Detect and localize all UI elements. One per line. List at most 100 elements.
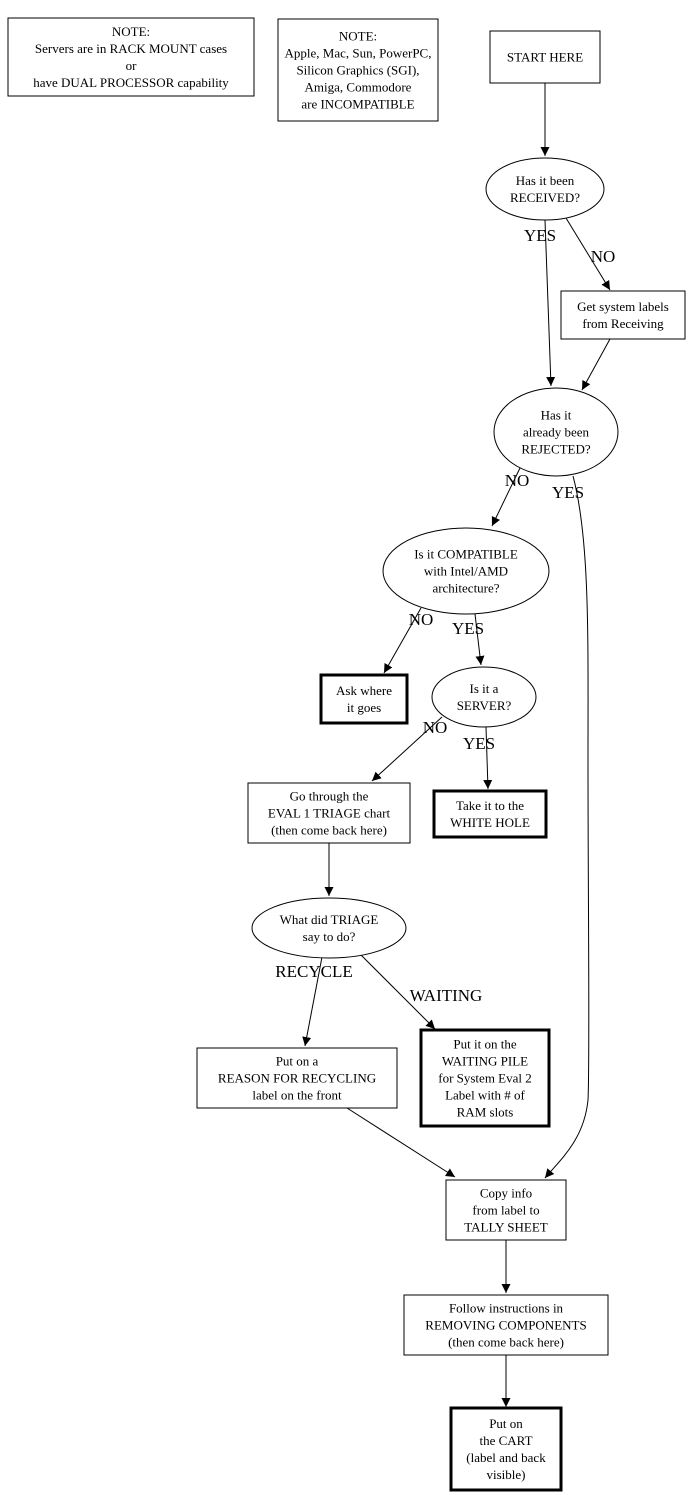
node-label-line: Apple, Mac, Sun, PowerPC, (285, 46, 432, 61)
node-label-line: RAM slots (457, 1105, 514, 1120)
node-label-line: it goes (347, 700, 381, 715)
edge-arrow (581, 338, 611, 391)
edge-rejected-to-tally: YES (544, 475, 590, 1179)
node-label-line: RECEIVED? (510, 190, 580, 205)
node-label-line: Silicon Graphics (SGI), (296, 63, 419, 78)
node-triage: What did TRIAGE say to do? (251, 897, 407, 959)
node-label-line: Is it a (470, 681, 499, 696)
edge-arrow (302, 956, 323, 1047)
node-label-line: or (126, 58, 138, 73)
edge-get-labels-to-rejected (581, 338, 611, 391)
node-label-line: are INCOMPATIBLE (301, 97, 414, 112)
node-label-line: (then come back here) (448, 1335, 564, 1350)
node-label-line: WHITE HOLE (450, 815, 530, 830)
node-label-line: REASON FOR RECYCLING (218, 1071, 376, 1086)
node-label-line: label on the front (252, 1088, 342, 1103)
process-box (196, 1047, 398, 1109)
edge-label: YES (552, 483, 584, 502)
node-label-line: the CART (479, 1433, 532, 1448)
node-label-line: (then come back here) (271, 823, 387, 838)
edge-arrow (474, 613, 485, 666)
edge-label: NO (505, 471, 530, 490)
node-label-line: NOTE: (339, 29, 377, 44)
node-label-line: Label with # of (445, 1088, 525, 1103)
decision-ellipse (431, 666, 537, 728)
node-label-line: architecture? (432, 581, 499, 596)
decision-ellipse (251, 897, 407, 959)
edge-arrow (565, 217, 611, 291)
edge-arrow (383, 607, 422, 674)
node-label-line: NOTE: (112, 24, 150, 39)
node-get-labels: Get system labels from Receiving (560, 290, 686, 340)
process-box (445, 1179, 567, 1241)
edge-triage-to-waiting-pile: WAITING (360, 954, 483, 1030)
node-label-line: Has it been (516, 173, 575, 188)
node-label-line: Follow instructions in (449, 1301, 564, 1316)
node-label-line: with Intel/AMD (424, 564, 508, 579)
node-label-line: Take it to the (456, 798, 524, 813)
edge-arrow (346, 1107, 456, 1178)
node-label-line: Go through the (290, 789, 369, 804)
edge-arrow (360, 954, 436, 1030)
node-server: Is it a SERVER? (431, 666, 537, 728)
node-ask: Ask where it goes (319, 673, 409, 725)
process-box (247, 782, 411, 844)
node-label-line: SERVER? (457, 698, 512, 713)
node-label-line: REJECTED? (521, 442, 591, 457)
node-label-line: Amiga, Commodore (305, 80, 412, 95)
node-label-line: from Receiving (582, 316, 664, 331)
node-note-servers: NOTE: Servers are in RACK MOUNT cases or ha… (7, 17, 255, 97)
edge-compatible-to-ask: NO (383, 607, 434, 674)
edge-label: YES (463, 734, 495, 753)
edge-label: NO (409, 610, 434, 629)
edge-arrow (544, 475, 590, 1179)
node-label-line: already been (523, 425, 590, 440)
node-label-line: have DUAL PROCESSOR capability (33, 75, 229, 90)
edge-compatible-to-server: YES (452, 613, 485, 666)
edge-server-to-eval1: NO (371, 716, 448, 782)
node-label-line: Put on (489, 1416, 523, 1431)
process-box (277, 18, 439, 122)
node-label-line: Copy info (480, 1186, 532, 1201)
node-label-line: for System Eval 2 (438, 1071, 532, 1086)
node-label-line: visible) (487, 1467, 526, 1482)
node-label-line: say to do? (303, 929, 356, 944)
edge-label: NO (423, 718, 448, 737)
node-label-line: Put on a (276, 1054, 319, 1069)
node-recycle-label: Put on a REASON FOR RECYCLING label on the… (196, 1047, 398, 1109)
node-note-incompatible: NOTE: Apple, Mac, Sun, PowerPC, Silicon Gr… (277, 18, 439, 122)
edge-triage-to-recycle-label: RECYCLE (275, 956, 353, 1047)
node-label-line: WAITING PILE (442, 1054, 528, 1069)
node-label-line: (label and back (466, 1450, 546, 1465)
process-box (7, 17, 255, 97)
edge-arrow (544, 219, 556, 387)
node-label-line: What did TRIAGE (280, 912, 379, 927)
node-label-line: Get system labels (577, 299, 669, 314)
node-label-line: Servers are in RACK MOUNT cases (35, 41, 227, 56)
decision-ellipse (493, 387, 619, 477)
decision-ellipse (382, 527, 550, 615)
edge-arrow (483, 726, 493, 790)
process-box (560, 290, 686, 340)
terminal-box (319, 673, 409, 725)
node-cart: Put on the CART (label and back visible) (449, 1406, 563, 1492)
decision-ellipse (485, 157, 605, 221)
edge-received-to-get-labels: NO (565, 217, 616, 291)
node-label-line: Put it on the (453, 1037, 516, 1052)
edge-label: WAITING (410, 986, 483, 1005)
edge-rejected-to-compatible: NO (491, 467, 530, 527)
edge-arrow (371, 716, 443, 782)
edge-label: YES (524, 226, 556, 245)
edge-label: NO (591, 247, 616, 266)
node-label-line: TALLY SHEET (464, 1220, 548, 1235)
edge-server-to-white-hole: YES (463, 726, 495, 790)
terminal-box (449, 1406, 563, 1492)
node-label-line: EVAL 1 TRIAGE chart (268, 806, 391, 821)
node-label-line: Ask where (336, 683, 392, 698)
